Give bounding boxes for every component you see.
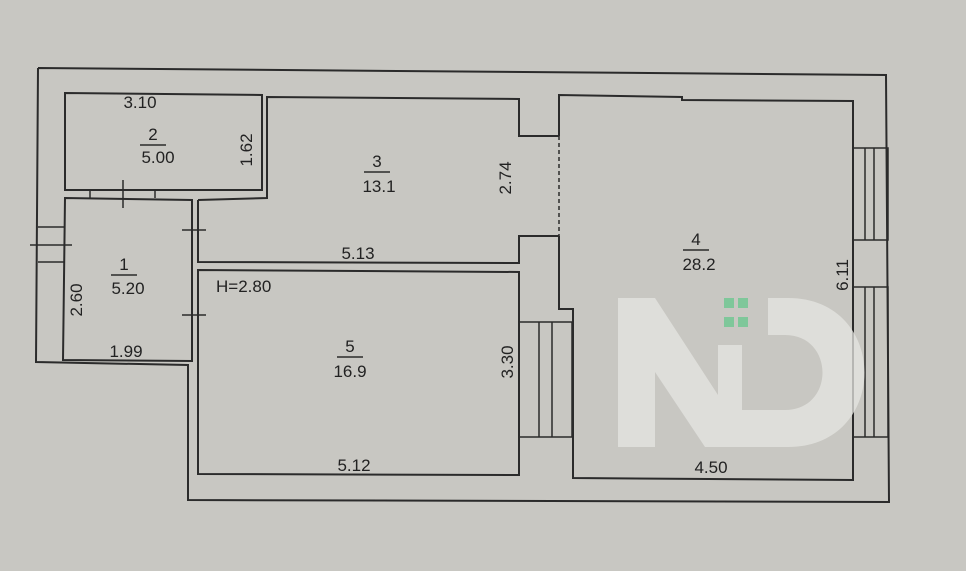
svg-text:1: 1 <box>119 255 128 274</box>
room-label-2: 2 5.00 <box>140 125 175 167</box>
dim-room5-depth: 3.30 <box>498 345 517 378</box>
dim-room4-depth: 6.11 <box>833 259 852 291</box>
room-2-outline <box>64 91 263 191</box>
room-3-outline <box>197 95 559 201</box>
room-label-5: 5 16.9 <box>333 337 366 381</box>
svg-text:5.00: 5.00 <box>141 148 174 167</box>
room-label-1: 1 5.20 <box>111 255 145 298</box>
svg-text:28.2: 28.2 <box>682 255 715 274</box>
dim-room2-depth: 1.62 <box>237 133 256 166</box>
room-5-outline <box>197 268 520 477</box>
watermark-logo <box>618 298 865 447</box>
svg-text:13.1: 13.1 <box>362 177 395 196</box>
svg-text:16.9: 16.9 <box>333 362 366 381</box>
svg-text:3: 3 <box>372 152 381 171</box>
dim-room1-width: 1.99 <box>109 342 142 361</box>
outer-wall <box>34 67 891 504</box>
ceiling-height: H=2.80 <box>216 277 271 296</box>
svg-text:4: 4 <box>691 230 700 249</box>
room-label-3: 3 13.1 <box>362 152 395 196</box>
entrance-door <box>30 226 72 263</box>
dim-room3-depth: 2.74 <box>496 161 515 194</box>
dim-room1-depth: 2.60 <box>67 283 86 316</box>
dim-room4-width: 4.50 <box>694 458 727 477</box>
svg-text:5: 5 <box>345 337 354 356</box>
dim-room3-width: 5.13 <box>341 244 374 263</box>
window-room-4-upper <box>852 147 889 241</box>
dim-room2-width: 3.10 <box>123 93 156 112</box>
svg-text:5.20: 5.20 <box>111 279 144 298</box>
room-label-4: 4 28.2 <box>682 230 715 274</box>
svg-text:2: 2 <box>148 125 157 144</box>
room-1-outline <box>61 196 193 363</box>
dim-room5-width: 5.12 <box>337 456 370 475</box>
